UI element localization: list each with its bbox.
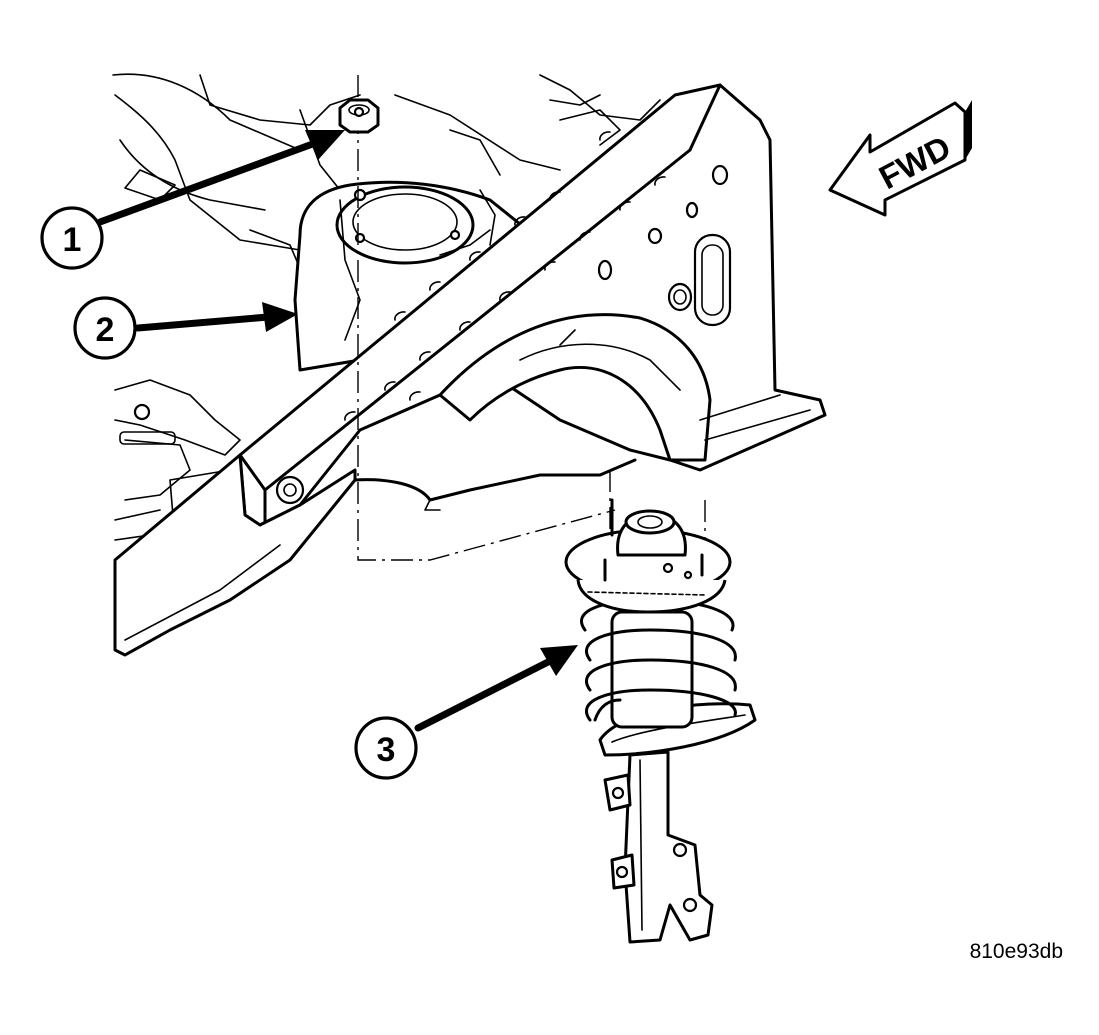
callout-1: 1 [40, 206, 104, 270]
callout-number-3: 3 [377, 731, 396, 769]
frame-rail [113, 83, 827, 657]
figure-id: 810e93db [970, 940, 1063, 963]
strut-nut [338, 98, 380, 134]
leader-arrow-3 [414, 656, 556, 732]
arrowhead-3 [540, 645, 578, 676]
fwd-direction-arrow: FWD [828, 100, 972, 217]
callout-2: 2 [73, 296, 137, 360]
callout-circle-1 [40, 206, 104, 270]
leader-arrow-1 [96, 138, 322, 226]
callout-circle-3 [354, 716, 418, 780]
arrowhead-1 [305, 130, 345, 160]
callout-number-2: 2 [96, 311, 115, 349]
callout-3: 3 [354, 716, 418, 780]
rail-bumps [344, 131, 666, 421]
callout-number-1: 1 [63, 221, 82, 259]
callout-circle-2 [73, 296, 137, 360]
strut-assembly [564, 498, 757, 944]
leader-arrow-2 [134, 313, 272, 332]
leader-arrows [96, 130, 578, 732]
arrowhead-2 [262, 302, 298, 332]
